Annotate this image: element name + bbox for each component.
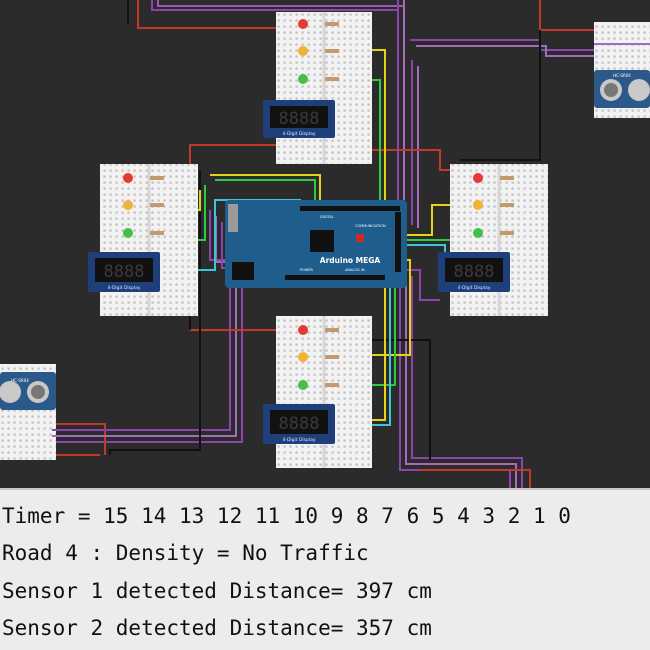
display-right-digits: 8888 [454,262,495,282]
breadboard-bottom [276,316,372,468]
ultrasonic-sensor-left[interactable]: HC-SR04 [0,364,56,460]
serial-line-sensor-2: Sensor 2 detected Distance= 357 cm [2,616,432,640]
traffic-light-top[interactable] [298,19,339,84]
board-header-label: DIGITAL [320,215,334,219]
arduino-mega-board[interactable]: Arduino MEGA DIGITAL COMMUNICATION POWER… [225,200,407,288]
reset-button[interactable] [356,234,364,242]
traffic-light-right[interactable] [473,173,514,238]
display-top-digits: 8888 [279,109,320,129]
power-jack-icon [232,262,254,280]
board-analog-label: ANALOG IN [345,268,365,272]
display-top[interactable]: 8888 4-Digit Display [263,100,335,138]
ultrasonic-sensor-right[interactable]: HC-SR04 [594,22,650,118]
display-left-caption: 4-Digit Display [107,285,140,291]
circuit-diagram: 8888 4-Digit Display 8888 4-Digit Displa… [0,0,650,488]
board-title: Arduino MEGA [320,256,381,265]
sensor-left-label: HC-SR04 [11,378,29,383]
chip-icon [310,230,334,252]
display-right[interactable]: 8888 4-Digit Display [438,252,510,292]
board-power-label: POWER [300,268,314,272]
breadboard-left [100,164,198,316]
display-bottom[interactable]: 8888 4-Digit Display [263,404,335,444]
simulation-canvas[interactable]: 8888 4-Digit Display 8888 4-Digit Displa… [0,0,650,488]
sensor-right-label: HC-SR04 [613,73,631,78]
serial-line-timer: Timer = 15 14 13 12 11 10 9 8 7 6 5 4 3 … [2,504,571,528]
breadboard-top [276,12,372,164]
board-comm-label: COMMUNICATION [355,224,386,228]
usb-port-icon [228,204,238,232]
serial-monitor[interactable]: Timer = 15 14 13 12 11 10 9 8 7 6 5 4 3 … [0,488,650,650]
breadboard-right [450,164,548,316]
display-right-caption: 4-Digit Display [457,285,490,291]
display-bottom-digits: 8888 [279,414,320,434]
display-left[interactable]: 8888 4-Digit Display [88,252,160,292]
traffic-light-bottom[interactable] [298,325,339,390]
display-left-digits: 8888 [104,262,145,282]
display-top-caption: 4-Digit Display [282,131,315,137]
traffic-light-left[interactable] [123,173,164,238]
display-bottom-caption: 4-Digit Display [282,437,315,443]
serial-line-sensor-1: Sensor 1 detected Distance= 397 cm [2,579,432,603]
serial-line-density: Road 4 : Density = No Traffic [2,541,369,565]
